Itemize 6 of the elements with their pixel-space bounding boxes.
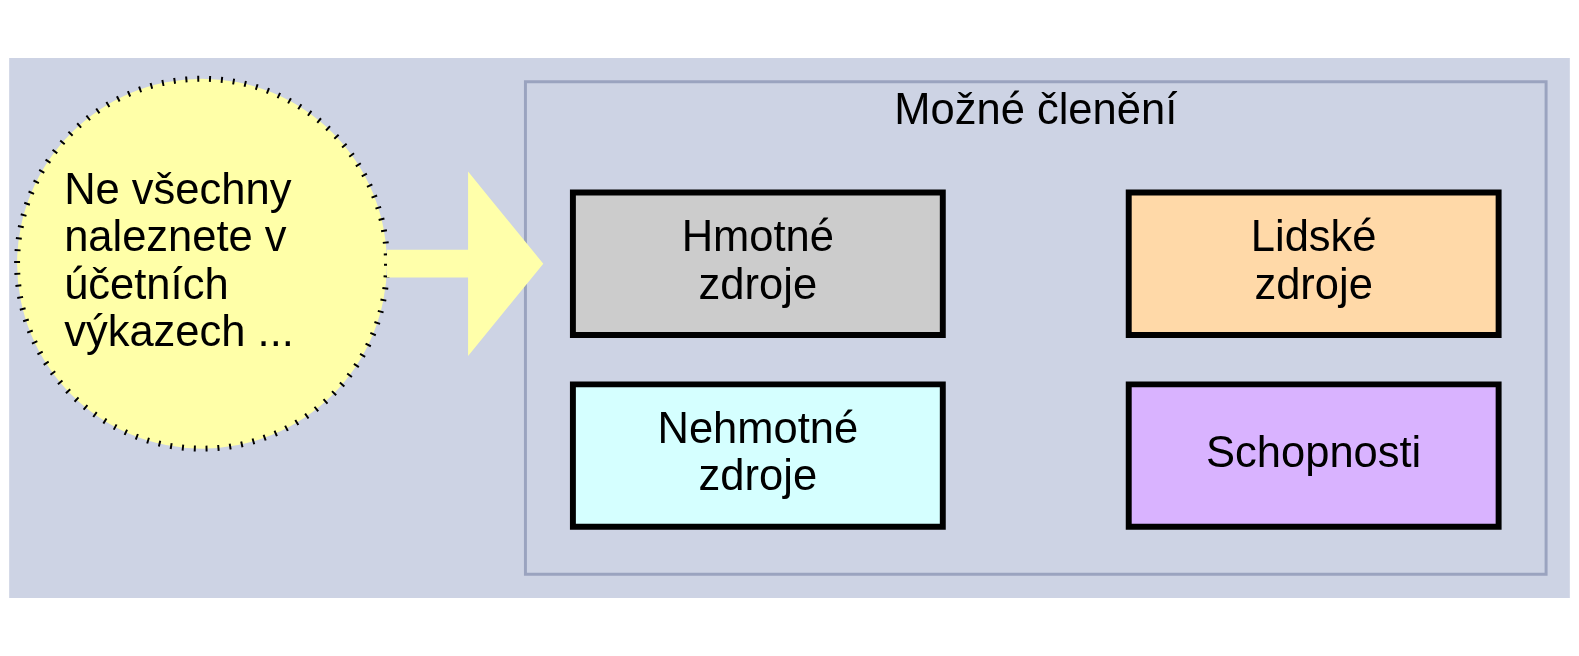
node-box: Nehmotné zdroje: [569, 381, 946, 530]
arrow: [387, 171, 544, 356]
node-box: Schopnosti: [1125, 381, 1502, 530]
node-box: Hmotné zdroje: [569, 189, 946, 338]
node-circle: Ne všechny naleznete v účetních výkazech ...: [14, 75, 390, 452]
node-box: Lidské zdroje: [1125, 189, 1502, 338]
